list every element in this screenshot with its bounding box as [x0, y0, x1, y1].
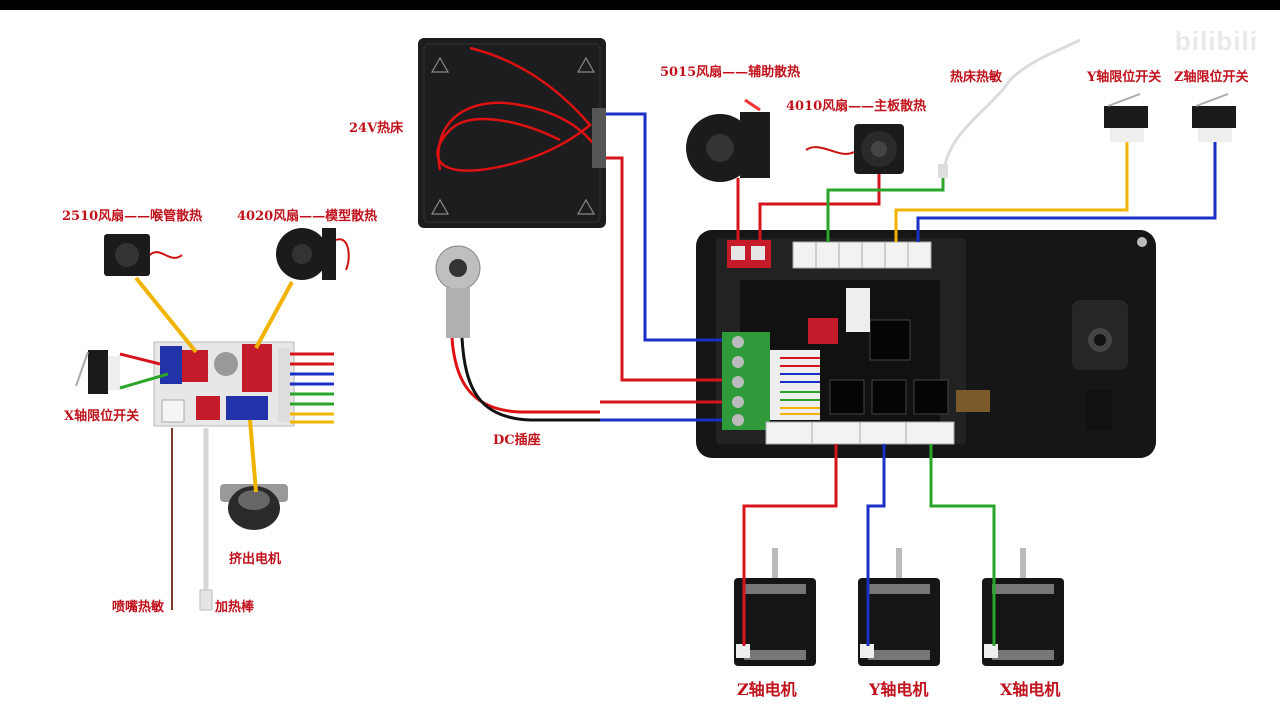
- label-y-motor: Y轴电机: [869, 680, 929, 699]
- fan4010-image: [805, 124, 904, 174]
- connection-wires: [119, 112, 1217, 646]
- label-fan4020: 4020风扇——模型散热: [237, 209, 378, 224]
- heater-rod-image: [199, 589, 213, 611]
- x-limit-switch-image: [75, 350, 120, 394]
- x-motor-image: [982, 548, 1064, 666]
- dc-jack-image: [435, 245, 600, 422]
- label-x-motor: X轴电机: [1000, 680, 1061, 699]
- fan4020-image: [276, 228, 350, 280]
- label-fan5015: 5015风扇——辅助散热: [660, 65, 801, 80]
- z-motor-image: [734, 548, 816, 666]
- y-motor-image: [858, 548, 940, 666]
- top-black-bar: [0, 0, 1280, 10]
- label-fan4010: 4010风扇——主板散热: [786, 99, 927, 114]
- label-dc-jack: DC插座: [493, 433, 541, 448]
- label-bed-thermistor: 热床热敏: [950, 70, 1003, 85]
- label-heater-rod: 加热棒: [215, 600, 255, 615]
- fan5015-image: [686, 98, 770, 182]
- extruder-motor-image: [220, 484, 288, 530]
- label-y-limit: Y轴限位开关: [1087, 70, 1162, 85]
- z-limit-switch-image: [1192, 93, 1236, 142]
- bilibili-watermark: bilibili: [1174, 26, 1258, 56]
- mainboard-image: [696, 230, 1156, 458]
- fan2510-image: [104, 234, 183, 276]
- y-limit-switch-image: [1104, 93, 1148, 142]
- label-fan2510: 2510风扇——喉管散热: [62, 209, 203, 224]
- label-heatbed: 24V热床: [349, 121, 404, 136]
- label-z-limit: Z轴限位开关: [1174, 70, 1249, 85]
- label-x-limit: X轴限位开关: [64, 409, 140, 424]
- toolhead-board-image: [153, 341, 295, 427]
- label-nozzle-thermistor: 喷嘴热敏: [112, 600, 165, 615]
- heatbed-image: [418, 38, 606, 228]
- label-z-motor: Z轴电机: [737, 680, 797, 699]
- label-extruder-motor: 挤出电机: [229, 552, 282, 567]
- bed-thermistor-image: [938, 38, 1081, 178]
